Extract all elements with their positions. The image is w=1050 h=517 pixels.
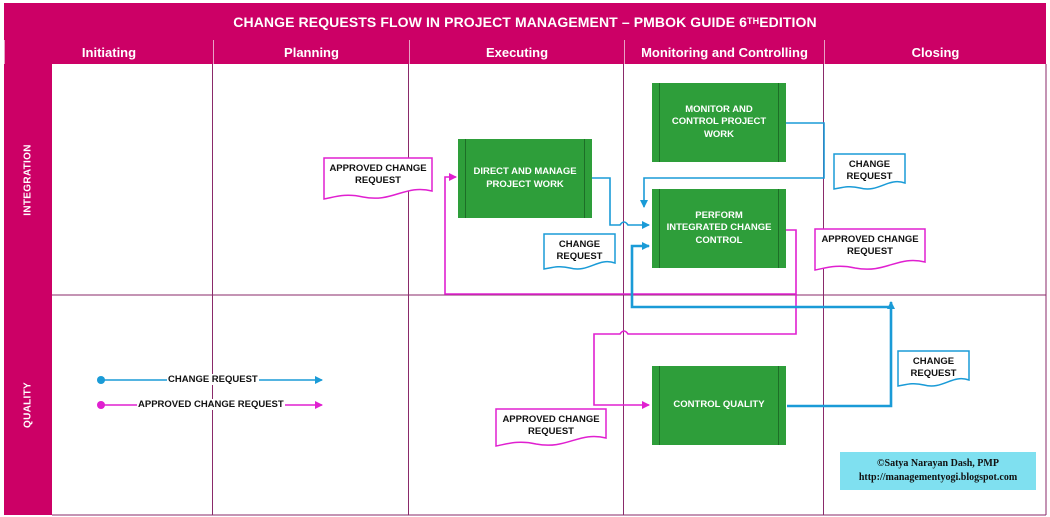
doc-label: CHANGE REQUEST: [556, 239, 603, 263]
process-perform-integrated-change-control: PERFORM INTEGRATED CHANGE CONTROL: [652, 189, 786, 268]
doc-change-request-3: CHANGE REQUEST: [897, 350, 970, 387]
title-superscript: TH: [747, 15, 760, 26]
title-main: CHANGE REQUESTS FLOW IN PROJECT MANAGEME…: [233, 13, 748, 30]
cr-flow-quality-to-icc: [787, 310, 893, 408]
cr-flow-quality-return: [630, 242, 891, 309]
credit-box: ©Satya Narayan Dash, PMP http://manageme…: [840, 452, 1036, 490]
process-control-quality: CONTROL QUALITY: [652, 366, 786, 445]
credit-url: http://managementyogi.blogspot.com: [858, 472, 1018, 483]
legend-approved-change-request-label: APPROVED CHANGE REQUEST: [137, 399, 285, 410]
cr-flow-monitor-to-icc: [640, 122, 825, 208]
doc-shape: [833, 153, 906, 190]
phase-initiating: Initiating: [4, 40, 213, 64]
doc-label: APPROVED CHANGE REQUEST: [821, 234, 919, 258]
doc-approved-change-request-3: APPROVED CHANGE REQUEST: [495, 408, 607, 447]
doc-change-request-1: CHANGE REQUEST: [833, 153, 906, 190]
lane-integration: INTEGRATION: [4, 64, 52, 295]
diagram-title: CHANGE REQUESTS FLOW IN PROJECT MANAGEME…: [4, 3, 1046, 40]
doc-shape: [897, 350, 970, 387]
doc-label: CHANGE REQUEST: [846, 159, 893, 183]
doc-shape: [323, 157, 433, 200]
legend-change-request-label: CHANGE REQUEST: [167, 374, 259, 385]
title-suffix: EDITION: [759, 13, 817, 30]
doc-approved-change-request-2: APPROVED CHANGE REQUEST: [814, 228, 926, 271]
phase-executing: Executing: [409, 40, 624, 64]
doc-shape: [814, 228, 926, 271]
phase-monitoring-controlling: Monitoring and Controlling: [624, 40, 824, 64]
process-monitor-control-project-work: MONITOR AND CONTROL PROJECT WORK: [652, 83, 786, 162]
phase-planning: Planning: [213, 40, 409, 64]
doc-approved-change-request-1: APPROVED CHANGE REQUEST: [323, 157, 433, 200]
grid-lines: [52, 64, 1047, 516]
doc-label: CHANGE REQUEST: [910, 356, 957, 380]
phase-closing: Closing: [824, 40, 1046, 64]
doc-shape: [495, 408, 607, 447]
doc-label: APPROVED CHANGE REQUEST: [502, 414, 600, 438]
process-direct-manage-project-work: DIRECT AND MANAGE PROJECT WORK: [458, 139, 592, 218]
approved-flow-icc-to-execute: [444, 173, 797, 295]
credit-author: ©Satya Narayan Dash, PMP: [877, 458, 999, 469]
doc-label: APPROVED CHANGE REQUEST: [329, 163, 427, 187]
cr-flow-execute-to-icc: [592, 177, 650, 229]
doc-shape: [543, 233, 616, 270]
approved-flow-icc-to-quality: [593, 294, 797, 409]
doc-change-request-2: CHANGE REQUEST: [543, 233, 616, 270]
lane-quality: QUALITY: [4, 295, 52, 515]
